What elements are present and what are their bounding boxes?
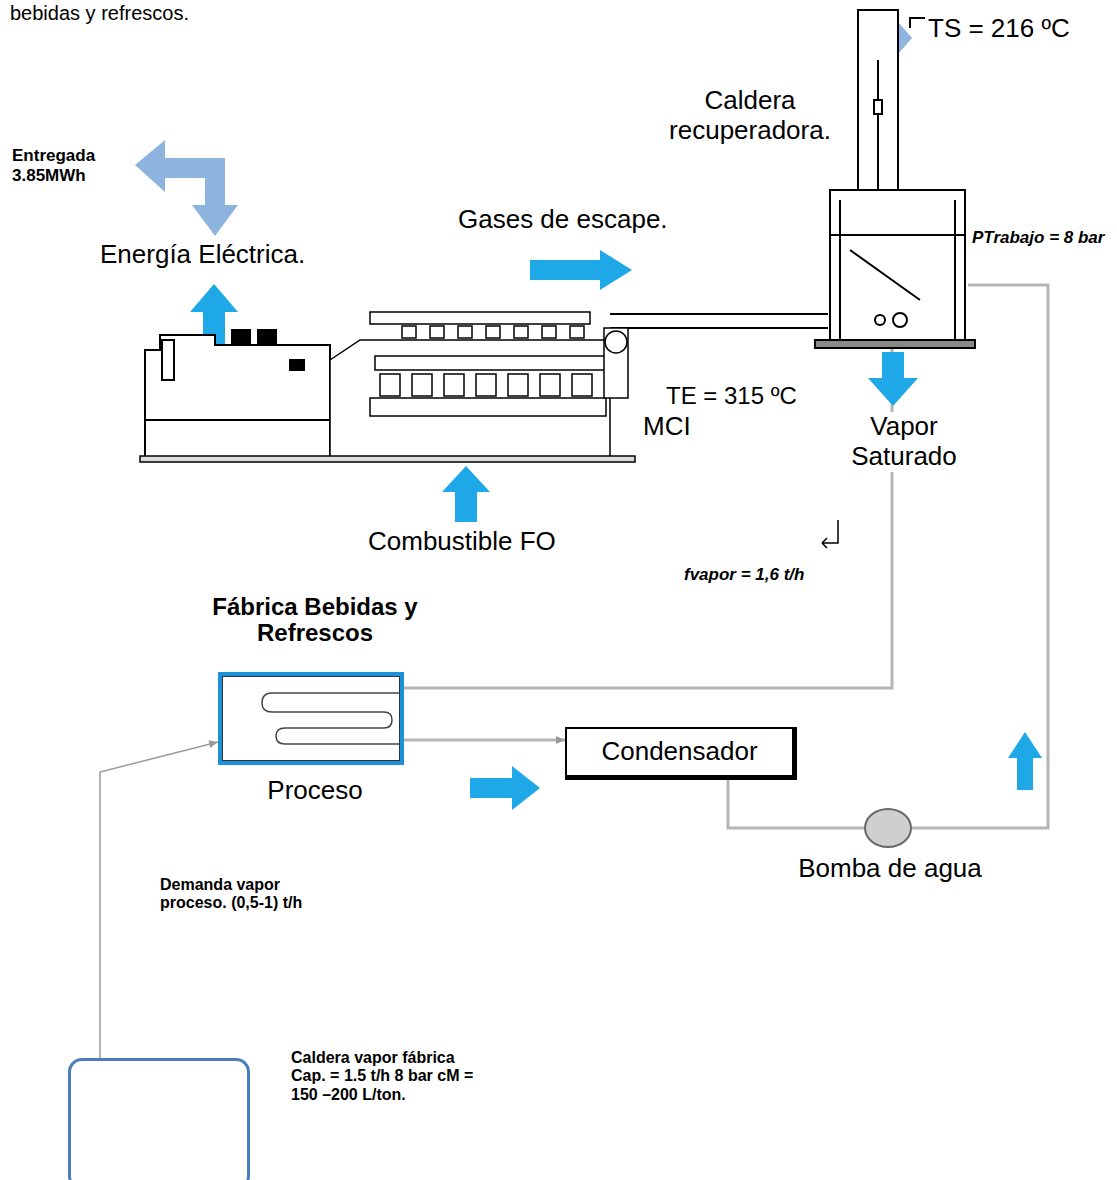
- flow-arrow: [470, 766, 540, 810]
- recovery-boiler-box: Caldera recuperadora.: [828, 190, 968, 345]
- pipe-connector: [404, 345, 892, 688]
- temperature-in: TE = 315 ºC: [666, 382, 836, 410]
- marker-tick: [910, 18, 925, 28]
- temperature-out: TS = 216 ºC: [928, 14, 1113, 44]
- heating-coil: [262, 693, 404, 744]
- node-text: MCI: [643, 412, 723, 442]
- node-text: Condensador: [601, 737, 757, 767]
- condenser-box: Condensador: [565, 727, 797, 780]
- node-text: Caldera recuperadora.: [650, 86, 850, 146]
- edge-label: Demanda vapor proceso. (0,5-1) t/h: [160, 876, 340, 913]
- pipe-connector: [728, 780, 864, 828]
- pipe-connector: [912, 285, 1048, 828]
- pressure-label: PTrabajo = 8 bar: [972, 228, 1114, 248]
- engine-box: MCI: [145, 300, 610, 460]
- steam-arrow: [868, 352, 918, 406]
- energy-value: Entregada 3.85MWh: [12, 146, 130, 185]
- marker-tick: [822, 520, 838, 548]
- fuel-arrow: [442, 466, 490, 522]
- recovery-boiler: [815, 10, 975, 348]
- exhaust-pipe-outline: [610, 313, 828, 329]
- node-text: Caldera vapor fábrica Cap. = 1.5 t/h 8 b…: [291, 1049, 491, 1104]
- gas-arrow: [530, 250, 632, 290]
- edge-label: Vapor Saturado: [838, 412, 970, 472]
- engine-block: [140, 312, 635, 462]
- energy-label: Energía Eléctrica.: [100, 240, 380, 270]
- generator: [145, 330, 330, 458]
- node-text: Fábrica Bebidas y Refrescos: [202, 594, 428, 646]
- steam-flow: fvapor = 1,6 t/h: [684, 565, 859, 585]
- energy-out-arrow: [135, 140, 238, 236]
- factory-boiler-box: Caldera vapor fábrica Cap. = 1.5 t/h 8 b…: [68, 1058, 250, 1180]
- page-fragment: bebidas y refrescos.: [10, 2, 270, 25]
- edge-label: Gases de escape.: [458, 205, 728, 235]
- pipe-connector: [404, 739, 565, 742]
- node-text: Proceso: [222, 776, 408, 806]
- pipe-connector: [610, 315, 828, 327]
- node-text: Bomba de agua: [772, 854, 1008, 884]
- fuel-label: Combustible FO: [368, 527, 608, 557]
- return-arrow: [1008, 732, 1042, 790]
- cylinder-heads: [380, 326, 592, 396]
- pump-circle: Bomba de agua: [864, 808, 912, 848]
- process-box: Fábrica Bebidas y RefrescosProceso: [218, 672, 404, 765]
